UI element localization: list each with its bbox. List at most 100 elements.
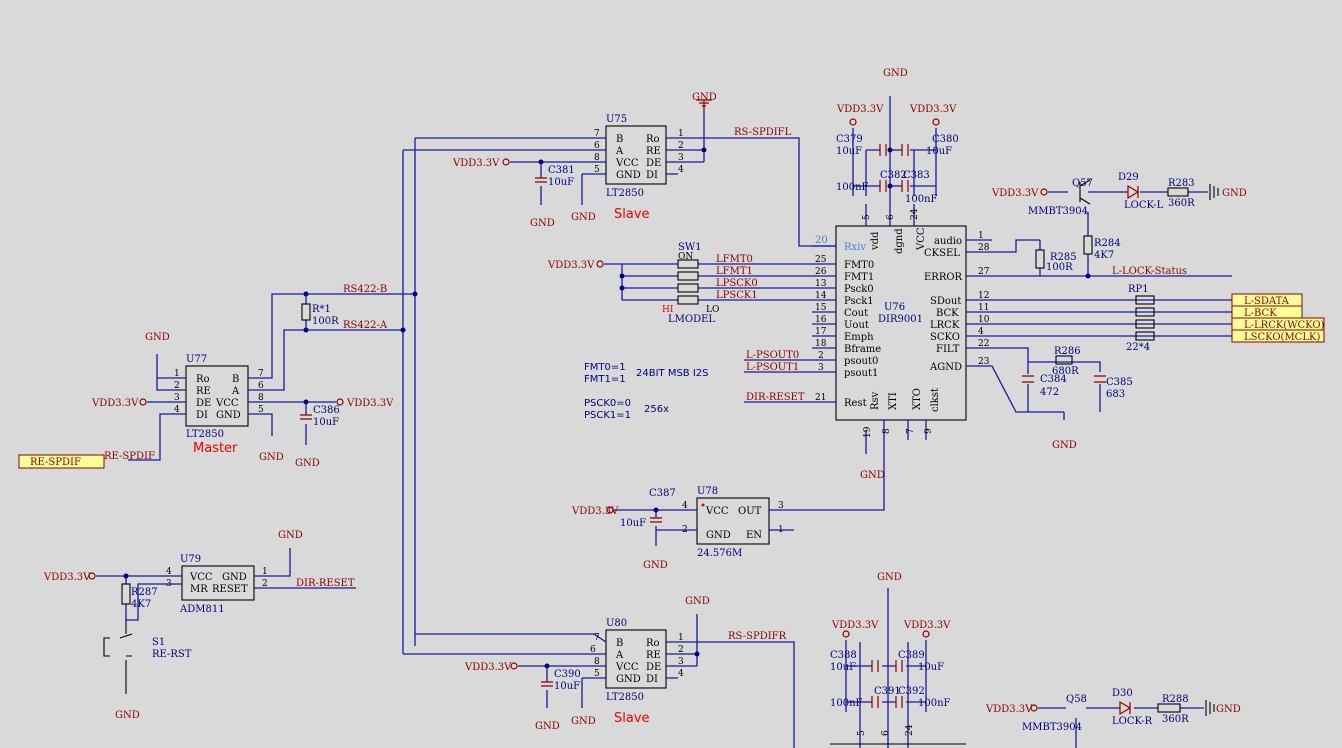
- u75-num: 6: [594, 141, 600, 151]
- gnd-label-c386: GND: [295, 458, 320, 469]
- u76-num: 18: [815, 339, 827, 349]
- u76-pin-sdout: SDout: [930, 296, 961, 307]
- u76-num: 26: [815, 267, 827, 277]
- u77-pin-gnd: GND: [216, 410, 241, 421]
- u76-num: 28: [978, 243, 990, 253]
- r285-ref: R285: [1050, 252, 1077, 263]
- u76-num: 19: [863, 426, 873, 438]
- note-fmt0: FMT0=1: [584, 362, 626, 373]
- r288-ref: R288: [1162, 694, 1189, 705]
- u75-pin-di: DI: [646, 170, 658, 181]
- u77-pin-re: RE: [196, 386, 211, 397]
- rp1-ref: RP1: [1128, 284, 1149, 295]
- u76-num: 6: [886, 214, 896, 220]
- gnd-label-r283: GND: [1222, 188, 1247, 199]
- c390-ref: C390: [554, 669, 581, 680]
- u78-part: 24.576M: [697, 548, 742, 559]
- port-l-lrck: L-LRCK(WCKO): [1244, 320, 1325, 331]
- q58-val: MMBT3904: [1022, 722, 1082, 733]
- port-l-bck: L-BCK: [1244, 308, 1277, 319]
- note-256x: 256x: [644, 404, 669, 415]
- c382-ref: C382: [880, 170, 907, 181]
- vdd-label-c380: VDD3.3V: [909, 104, 957, 115]
- c383-ref: C383: [903, 170, 930, 181]
- u79-num: 2: [262, 579, 268, 589]
- r284-ref: R284: [1094, 238, 1121, 249]
- u77-num: 6: [258, 381, 264, 391]
- u75-pin-re: RE: [646, 146, 661, 157]
- c382-val: 100nF: [836, 182, 869, 193]
- r287-ref: R287: [131, 587, 158, 598]
- net-lpsck1: LPSCK1: [716, 290, 758, 301]
- gnd-label-c390: GND: [535, 721, 560, 732]
- net-dir-reset-u79: DIR-RESET: [296, 578, 355, 589]
- u76-num: 25: [815, 255, 827, 265]
- u76-pin-clkst: clkst: [930, 388, 941, 412]
- gnd-label-rsv: GND: [860, 470, 885, 481]
- u80-pin-b: B: [616, 638, 623, 649]
- u79-num: 1: [262, 567, 268, 577]
- c381-val: 10uF: [548, 177, 574, 188]
- u76-num: 24: [910, 208, 920, 220]
- net-l-lock-status: L-LOCK-Status: [1112, 266, 1187, 277]
- u-bottom-num: 6: [881, 730, 891, 736]
- u76-part: DIR9001: [878, 314, 923, 325]
- u75-ref: U75: [606, 114, 627, 125]
- u76-num: 20: [815, 235, 828, 246]
- u75-num: 3: [678, 153, 684, 163]
- gnd-label-u80: GND: [685, 596, 710, 607]
- u80-num: 8: [594, 657, 600, 667]
- c385-val: 683: [1106, 389, 1125, 400]
- gnd-label-agnd: GND: [1052, 440, 1077, 451]
- c384-val: 472: [1040, 387, 1059, 398]
- d30-ref: D30: [1112, 688, 1133, 699]
- u76-pin-rsv: Rsv: [870, 391, 881, 410]
- u76-pin-vdd: vdd: [870, 231, 881, 251]
- u75-pin-a: A: [615, 146, 624, 157]
- gnd-label-r288: GND: [1216, 704, 1241, 715]
- schematic-wiring: [18, 96, 1325, 748]
- u78-pin-vcc: VCC: [705, 506, 729, 517]
- u76-pin-scko: SCKO: [930, 332, 960, 343]
- gnd-label-s1: GND: [115, 710, 140, 721]
- u77-pin-a: A: [231, 386, 240, 397]
- net-re-spdif: RE-SPDIF: [104, 451, 155, 462]
- vdd-label-u80: VDD3.3V: [464, 662, 512, 673]
- c384-ref: C384: [1040, 374, 1067, 385]
- r288-val: 360R: [1162, 714, 1189, 725]
- u76-num: 10: [978, 315, 990, 325]
- sw1-lo: LO: [706, 305, 719, 315]
- u76-pin-psck1: Psck1: [844, 296, 874, 307]
- net-lpsck0: LPSCK0: [716, 278, 758, 289]
- r285-val: 100R: [1046, 262, 1073, 273]
- sw1-val: LMODEL: [668, 314, 715, 325]
- u76-num: 13: [815, 279, 827, 289]
- u79-pin-mr: MR: [190, 584, 208, 595]
- gnd-label-top: GND: [883, 68, 908, 79]
- u76-num: 16: [815, 315, 827, 325]
- u76-ref: U76: [884, 302, 905, 313]
- vdd-label-c389: VDD3.3V: [903, 620, 951, 631]
- note-psck0: PSCK0=0: [584, 398, 631, 409]
- vdd-label-u77-right: VDD3.3V: [346, 398, 394, 409]
- port-re-spdif: RE-SPDIF: [30, 457, 81, 468]
- gnd-label-bottom: GND: [877, 572, 902, 583]
- vdd-label-c379: VDD3.3V: [836, 104, 884, 115]
- u76-num: 8: [882, 428, 892, 434]
- port-l-scko: LSCKO(MCLK): [1244, 332, 1320, 343]
- u79-ref: U79: [180, 554, 201, 565]
- u76-pin-audio: audio: [934, 236, 962, 247]
- u75-num: 4: [678, 165, 684, 175]
- u77-ref: U77: [186, 354, 207, 365]
- u78-num: 4: [682, 501, 688, 511]
- u-bottom-num: 5: [857, 730, 867, 736]
- c388-ref: C388: [830, 650, 857, 661]
- c391-ref: C391: [874, 686, 901, 697]
- r286-val: 680R: [1052, 366, 1079, 377]
- c389-ref: C389: [898, 650, 925, 661]
- u76-pin-bframe: Bframe: [844, 344, 881, 355]
- u77-part: LT2850: [186, 429, 224, 440]
- u76-num: 3: [818, 363, 824, 373]
- d29-val: LOCK-L: [1124, 200, 1164, 211]
